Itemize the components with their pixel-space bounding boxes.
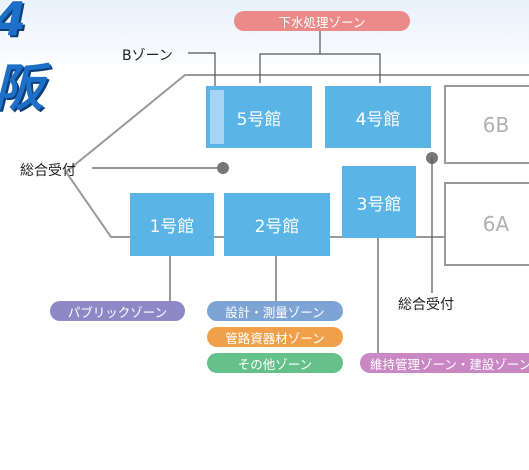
maintenance-zone-pill: 維持管理ゾーン・建設ゾーン: [360, 353, 529, 373]
hall-2: 2号館: [224, 193, 330, 256]
sewage-zone-pill: 下水処理ゾーン: [234, 11, 410, 31]
hall-5-label: 5号館: [236, 109, 282, 130]
hall-5: 5号館: [206, 86, 312, 148]
public-zone-pill: パブリックゾーン: [50, 301, 185, 321]
bzone-label: Bゾーン: [122, 48, 173, 64]
hall-4: 4号館: [325, 86, 431, 148]
hall-6b: 6B: [444, 85, 529, 164]
hall-3: 3号館: [342, 166, 416, 238]
reception-left-dot: [217, 162, 229, 174]
logo-char: 阪: [0, 48, 46, 120]
sewage-leader: [259, 53, 381, 83]
design-zone-pill: 設計・測量ゾーン: [207, 301, 343, 321]
hall-1: 1号館: [130, 193, 214, 256]
hall-6a: 6A: [444, 182, 529, 266]
pipes-zone-pill: 管路資器材ゾーン: [207, 327, 343, 347]
logo-digit: 4: [0, 0, 28, 48]
bzone-leader: [188, 52, 216, 86]
other-zone-pill: その他ゾーン: [207, 353, 343, 373]
reception-right-label: 総合受付: [398, 297, 454, 313]
reception-left-label: 総合受付: [20, 163, 76, 179]
bzone-strip: [210, 90, 224, 144]
